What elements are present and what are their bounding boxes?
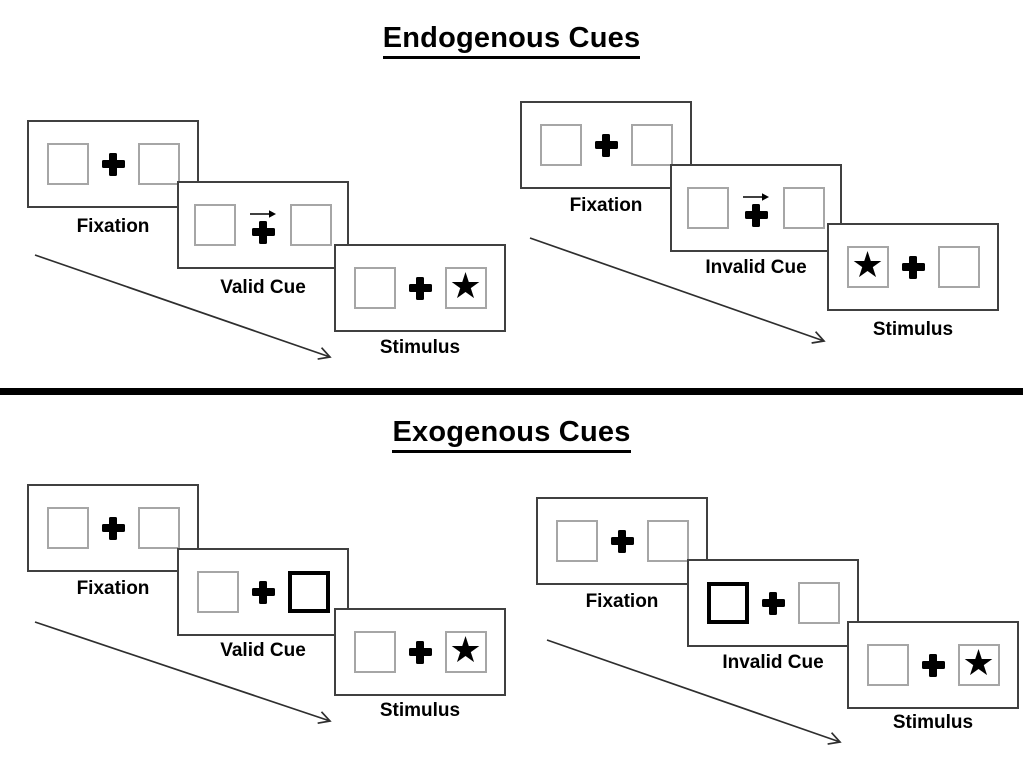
fixation-cross-icon (408, 276, 432, 300)
left-placeholder-box: ★ (846, 245, 889, 288)
left-placeholder-box-highlighted (706, 582, 749, 624)
fixation-cross-icon (408, 640, 432, 664)
panel-label-fixation: Fixation (585, 591, 659, 612)
fixation-cross-icon (921, 653, 945, 677)
right-arrow-icon (250, 209, 276, 218)
panel-label-invalid-cue: Invalid Cue (722, 652, 824, 673)
right-placeholder-box: ★ (957, 643, 1000, 686)
left-placeholder-box (46, 507, 89, 549)
right-placeholder-box (290, 204, 332, 246)
panel-label-fixation: Fixation (76, 216, 150, 237)
valid-cue-panel (177, 548, 349, 636)
fixation-cross-icon (761, 591, 785, 615)
section-title-text: Endogenous Cues (382, 22, 641, 59)
left-placeholder-box (194, 204, 236, 246)
section-title-exogenous: Exogenous Cues (0, 416, 1023, 453)
fixation-cross-icon (251, 580, 275, 604)
timeline-arrow-exo-valid (34, 621, 332, 725)
panel-label-valid-cue: Valid Cue (220, 277, 306, 298)
timeline-arrow-endo-valid (34, 254, 332, 360)
stimulus-panel: ★ (827, 223, 999, 311)
section-title-endogenous: Endogenous Cues (0, 22, 1023, 59)
panel-label-fixation: Fixation (76, 578, 150, 599)
invalid-cue-panel (687, 559, 859, 647)
right-placeholder-box (937, 246, 980, 288)
panel-label-valid-cue: Valid Cue (220, 640, 306, 661)
section-title-text: Exogenous Cues (392, 416, 631, 453)
stimulus-panel: ★ (334, 608, 506, 696)
section-divider (0, 388, 1023, 395)
panel-label-stimulus: Stimulus (379, 337, 461, 358)
star-icon: ★ (962, 643, 995, 684)
right-placeholder-box (783, 187, 825, 229)
right-placeholder-box: ★ (444, 266, 487, 309)
stimulus-panel: ★ (334, 244, 506, 332)
left-placeholder-box (866, 644, 909, 686)
panel-label-fixation: Fixation (569, 195, 643, 216)
fixation-cross-icon (594, 133, 618, 157)
left-placeholder-box (539, 124, 582, 166)
star-icon: ★ (449, 630, 482, 671)
left-placeholder-box (46, 143, 89, 185)
fixation-panel (520, 101, 692, 189)
right-arrow-icon (743, 192, 769, 201)
valid-cue-panel (177, 181, 349, 269)
fixation-cross-icon (901, 255, 925, 279)
fixation-cross-icon (101, 152, 125, 176)
left-placeholder-box (555, 520, 598, 562)
panel-label-stimulus: Stimulus (872, 319, 954, 340)
panel-label-stimulus: Stimulus (379, 700, 461, 721)
fixation-panel (27, 484, 199, 572)
left-placeholder-box (196, 571, 239, 613)
left-placeholder-box (687, 187, 729, 229)
cue-indicator (249, 207, 277, 244)
fixation-panel (27, 120, 199, 208)
invalid-cue-panel (670, 164, 842, 252)
left-placeholder-box (353, 631, 396, 673)
fixation-cross-icon (610, 529, 634, 553)
panel-label-stimulus: Stimulus (892, 712, 974, 733)
right-placeholder-box (137, 143, 180, 185)
fixation-cross-icon (251, 220, 275, 244)
right-placeholder-box (646, 520, 689, 562)
cue-indicator (742, 190, 770, 227)
right-placeholder-box-highlighted (287, 571, 330, 613)
fixation-panel (536, 497, 708, 585)
timeline-arrow-endo-invalid (529, 237, 826, 344)
star-icon: ★ (851, 245, 884, 286)
right-placeholder-box (797, 582, 840, 624)
stimulus-panel: ★ (847, 621, 1019, 709)
left-placeholder-box (353, 267, 396, 309)
fixation-cross-icon (101, 516, 125, 540)
fixation-cross-icon (744, 203, 768, 227)
right-placeholder-box (630, 124, 673, 166)
right-placeholder-box: ★ (444, 630, 487, 673)
panel-label-invalid-cue: Invalid Cue (705, 257, 807, 278)
star-icon: ★ (449, 266, 482, 307)
right-placeholder-box (137, 507, 180, 549)
